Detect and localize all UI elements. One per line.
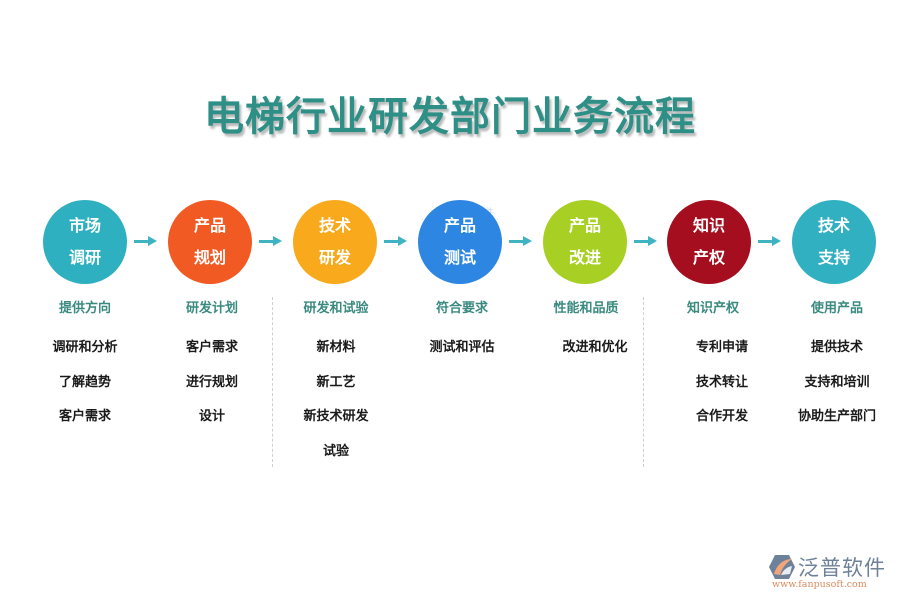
fanpu-logo-icon	[769, 555, 795, 579]
step-label-line2: 改进	[568, 248, 601, 267]
brand-logo: 泛普软件 www.fanpusoft.com	[768, 552, 896, 592]
list-item: 合作开发	[695, 409, 748, 424]
arrow-right-icon	[384, 236, 408, 248]
list-item: 客户需求	[58, 409, 111, 424]
list-item: 新技术研发	[303, 409, 369, 424]
arrow-right-icon	[758, 236, 782, 248]
list-item: 了解趋势	[58, 374, 111, 390]
list-item: 试验	[322, 443, 349, 459]
list-item: 专利申请	[695, 340, 748, 355]
column-heading: 研发计划	[185, 301, 238, 316]
step-label-line1: 产品	[443, 216, 476, 235]
list-item: 提供技术	[810, 340, 863, 355]
list-item: 测试和评估	[429, 340, 495, 355]
step-label-line1: 技术	[318, 216, 351, 235]
step-tech-support: 技术 支持	[792, 200, 876, 284]
step-tech-rd: 技术 研发	[293, 200, 377, 284]
step-label-line1: 知识	[692, 216, 725, 235]
list-item: 新材料	[316, 340, 356, 355]
list-item: 技术转让	[695, 374, 748, 390]
detail-column-market-research: 提供方向 调研和分析 了解趋势 客户需求	[20, 299, 150, 443]
detail-column-tech-rd: 研发和试验 新材料 新工艺 新技术研发 试验	[271, 299, 401, 477]
step-intellectual-property: 知识 产权	[667, 200, 751, 284]
list-item: 改进和优化	[562, 340, 628, 355]
detail-column-tech-support: 使用产品 提供技术 支持和培训 协助生产部门	[772, 299, 900, 443]
detail-column-product-testing: 符合要求 测试和评估	[397, 299, 527, 374]
detail-column-product-planning: 研发计划 客户需求 进行规划 设计	[147, 299, 277, 443]
list-item: 客户需求	[185, 340, 238, 355]
list-item: 新工艺	[316, 374, 356, 390]
logo-name: 泛普软件	[798, 556, 886, 580]
step-product-testing: 产品 测试	[418, 200, 502, 284]
arrow-right-icon	[259, 236, 283, 248]
step-label-line2: 规划	[193, 248, 226, 267]
column-heading: 提供方向	[58, 301, 111, 316]
column-heading: 知识产权	[686, 301, 739, 316]
step-label-line2: 支持	[817, 248, 850, 267]
step-market-research: 市场 调研	[43, 200, 127, 284]
list-item: 协助生产部门	[797, 409, 876, 424]
step-label-line2: 调研	[68, 248, 101, 267]
column-heading: 性能和品质	[553, 301, 619, 316]
list-item: 进行规划	[185, 374, 238, 390]
detail-column-intellectual-property: 知识产权 专利申请 技术转让 合作开发	[648, 299, 778, 443]
step-label-line1: 产品	[568, 216, 601, 235]
list-item: 调研和分析	[52, 340, 118, 355]
step-label-line1: 产品	[193, 216, 226, 235]
step-product-improvement: 产品 改进	[543, 200, 627, 284]
list-item: 支持和培训	[804, 374, 870, 390]
step-label-line1: 市场	[68, 216, 101, 235]
step-label-line2: 测试	[443, 248, 476, 267]
column-heading: 使用产品	[810, 301, 863, 316]
dashed-divider	[272, 297, 273, 467]
logo-url: www.fanpusoft.com	[772, 579, 867, 590]
list-item: 设计	[198, 409, 225, 424]
arrow-right-icon	[509, 236, 533, 248]
step-product-planning: 产品 规划	[168, 200, 252, 284]
arrow-right-icon	[634, 236, 658, 248]
column-heading: 符合要求	[435, 301, 488, 316]
arrow-right-icon	[134, 236, 158, 248]
step-label-line1: 技术	[817, 216, 850, 235]
detail-column-product-improvement: 性能和品质 改进和优化	[521, 299, 651, 374]
dashed-divider	[643, 297, 644, 467]
column-heading: 研发和试验	[303, 301, 369, 316]
diagram-title: 电梯行业研发部门业务流程	[204, 94, 696, 140]
step-label-line2: 研发	[318, 248, 351, 267]
step-label-line2: 产权	[692, 248, 725, 267]
